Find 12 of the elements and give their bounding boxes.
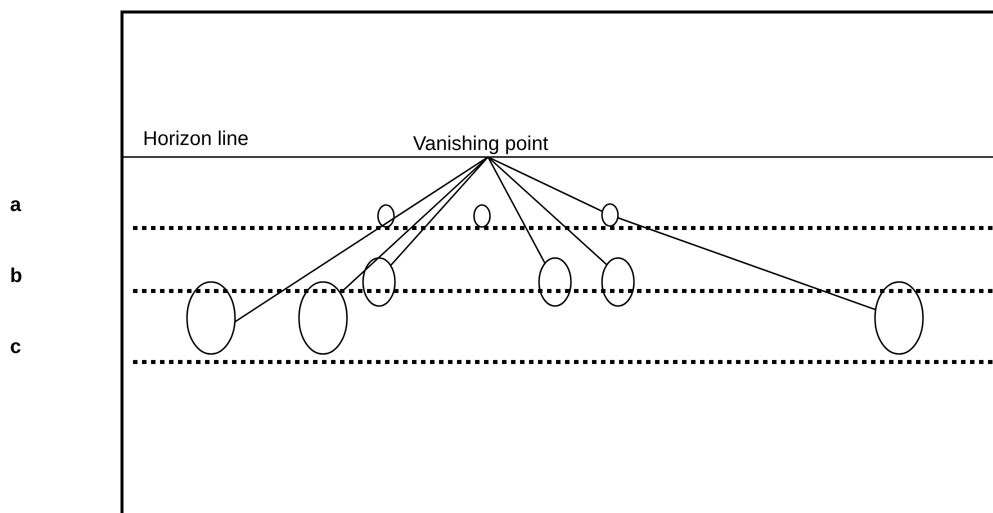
horizon-line-label: Horizon line xyxy=(143,128,249,150)
perspective-line xyxy=(618,217,876,310)
row-letter: c xyxy=(10,336,22,358)
perspective-line xyxy=(488,156,603,212)
row-letter: a xyxy=(10,194,22,216)
perspective-line xyxy=(340,156,488,294)
perspective-line xyxy=(488,156,608,266)
perspective-line xyxy=(234,156,488,322)
perspective-line xyxy=(390,156,489,266)
vanishing-point-label: Vanishing point xyxy=(413,133,548,155)
perspective-line xyxy=(487,156,546,264)
row-letter: b xyxy=(10,265,22,287)
